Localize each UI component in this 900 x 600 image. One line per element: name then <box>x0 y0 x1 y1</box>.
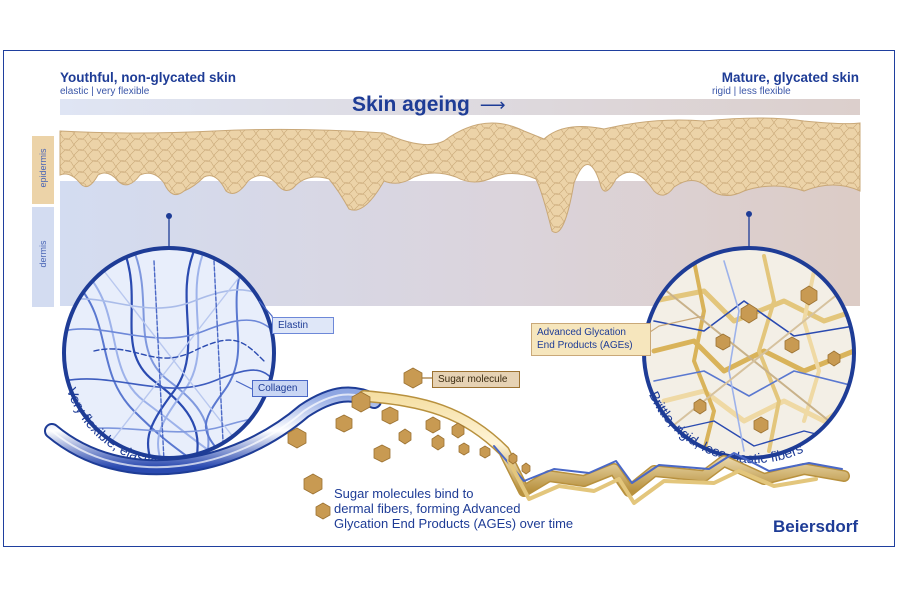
left-header-subtitle: elastic | very flexible <box>60 86 150 97</box>
dermis-side-bar <box>32 207 54 307</box>
dermis-label: dermis <box>38 240 48 268</box>
bottom-caption-line3: Glycation End Products (AGEs) over time <box>334 516 574 531</box>
left-connector-dot <box>166 213 172 219</box>
diagram-artwork: Very flexible, elastic fibers Brittle, r… <box>32 99 861 520</box>
right-header-subtitle: rigid | less flexible <box>712 86 791 97</box>
ageing-banner-bar <box>60 99 860 115</box>
epidermis-layer <box>59 117 861 233</box>
fiber-ribbon <box>44 386 850 505</box>
ages-label: Advanced Glycation End Products (AGEs) <box>531 323 651 356</box>
right-connector-dot <box>746 211 752 217</box>
left-fiber-circle <box>62 246 276 460</box>
bottom-caption-line1: Sugar molecules bind to <box>334 486 474 501</box>
collagen-leader <box>235 380 253 390</box>
arrow-right-icon: ⟶ <box>479 95 506 115</box>
epidermis-label: epidermis <box>38 148 48 188</box>
sugar-molecules <box>287 367 531 520</box>
diagram-frame: Very flexible, elastic fibers Brittle, r… <box>3 50 895 547</box>
ages-label-line1: Advanced Glycation <box>537 327 626 338</box>
ageing-banner-label: Skin ageing <box>352 93 470 116</box>
brand-logo: Beiersdorf <box>772 517 858 536</box>
bottom-caption-line2: dermal fibers, forming Advanced <box>334 501 521 516</box>
ages-label-line2: End Products (AGEs) <box>537 340 633 351</box>
bottom-caption: Sugar molecules bind to dermal fibers, f… <box>334 486 573 531</box>
left-header-title: Youthful, non-glycated skin <box>60 70 237 85</box>
epidermis-side-bar <box>32 136 54 204</box>
sugar-molecule-label: Sugar molecule <box>432 371 520 388</box>
collagen-label: Collagen <box>252 380 308 397</box>
ageing-banner: Skin ageing ⟶ <box>352 93 506 117</box>
right-header-title: Mature, glycated skin <box>721 70 859 85</box>
elastin-label: Elastin <box>272 317 334 334</box>
